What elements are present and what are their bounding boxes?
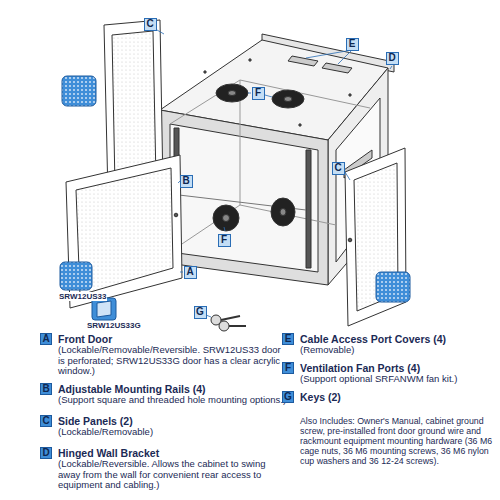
- callout-text: B: [182, 176, 189, 186]
- callout-text: G: [284, 392, 292, 402]
- part-description: (Lockable/Removable/Reversible. SRW12US3…: [58, 345, 288, 377]
- legend-letter: G: [282, 391, 294, 403]
- legend-letter: F: [282, 362, 294, 374]
- callout-text: F: [255, 88, 261, 98]
- legend-letter: E: [282, 333, 294, 345]
- legend-entry: Adjustable Mounting Rails (4)(Support sq…: [58, 383, 288, 406]
- legend-entry: Front Door(Lockable/Removable/Reversible…: [58, 333, 288, 377]
- legend-entry: Cable Access Port Covers (4)(Removable): [300, 333, 495, 356]
- part-name: Adjustable Mounting Rails (4): [58, 383, 288, 395]
- callout-text: E: [285, 334, 292, 344]
- callout-letter: D: [386, 52, 399, 65]
- part-name: Keys (2): [300, 391, 495, 403]
- part-description: (Lockable/Reversible. Allows the cabinet…: [58, 459, 288, 491]
- part-name: Ventilation Fan Ports (4): [300, 362, 495, 374]
- callout-letter: A: [184, 266, 197, 279]
- callout-letter: F: [252, 87, 265, 100]
- callout-letter: C: [332, 162, 345, 175]
- legend-letter: C: [40, 415, 52, 427]
- legend-entry: Also Includes: Owner's Manual, cabinet g…: [300, 416, 495, 466]
- part-description: (Removable): [300, 345, 495, 356]
- callout-text: F: [285, 363, 291, 373]
- part-name: Hinged Wall Bracket: [58, 447, 288, 459]
- callout-letter: B: [180, 175, 193, 188]
- legend-letter: D: [40, 447, 52, 459]
- callout-text: D: [388, 53, 395, 63]
- callout-text: A: [186, 267, 193, 277]
- callout-text: F: [221, 235, 227, 245]
- callout-text: C: [334, 163, 341, 173]
- legend-letter: B: [40, 383, 52, 395]
- legend-entry: Ventilation Fan Ports (4)(Support option…: [300, 362, 495, 385]
- part-description: (Lockable/Removable): [58, 427, 288, 438]
- part-name: Side Panels (2): [58, 415, 288, 427]
- callout-text: G: [196, 307, 204, 317]
- legend-entry: Hinged Wall Bracket(Lockable/Reversible.…: [58, 447, 288, 491]
- part-name: Front Door: [58, 333, 288, 345]
- note-text: Also Includes: Owner's Manual, cabinet g…: [300, 416, 495, 466]
- legend-letter: A: [40, 333, 52, 345]
- callout-letter: G: [194, 306, 207, 319]
- callout-letter: C: [144, 18, 157, 31]
- model-label: SRW12US33: [58, 292, 107, 301]
- model-label: SRW12US33G: [86, 321, 142, 330]
- part-description: (Support optional SRFANWM fan kit.): [300, 374, 495, 385]
- callout-text: B: [42, 384, 49, 394]
- callout-text: A: [42, 334, 49, 344]
- callout-letter: E: [346, 38, 359, 51]
- legend-entry: Side Panels (2)(Lockable/Removable): [58, 415, 288, 438]
- part-name: Cable Access Port Covers (4): [300, 333, 495, 345]
- callout-text: E: [349, 39, 356, 49]
- callout-text: D: [42, 448, 49, 458]
- callout-text: C: [146, 19, 153, 29]
- callout-letter: F: [218, 234, 231, 247]
- callout-text: C: [42, 416, 49, 426]
- legend-entry: Keys (2): [300, 391, 495, 403]
- part-description: (Support square and threaded hole mounti…: [58, 395, 288, 406]
